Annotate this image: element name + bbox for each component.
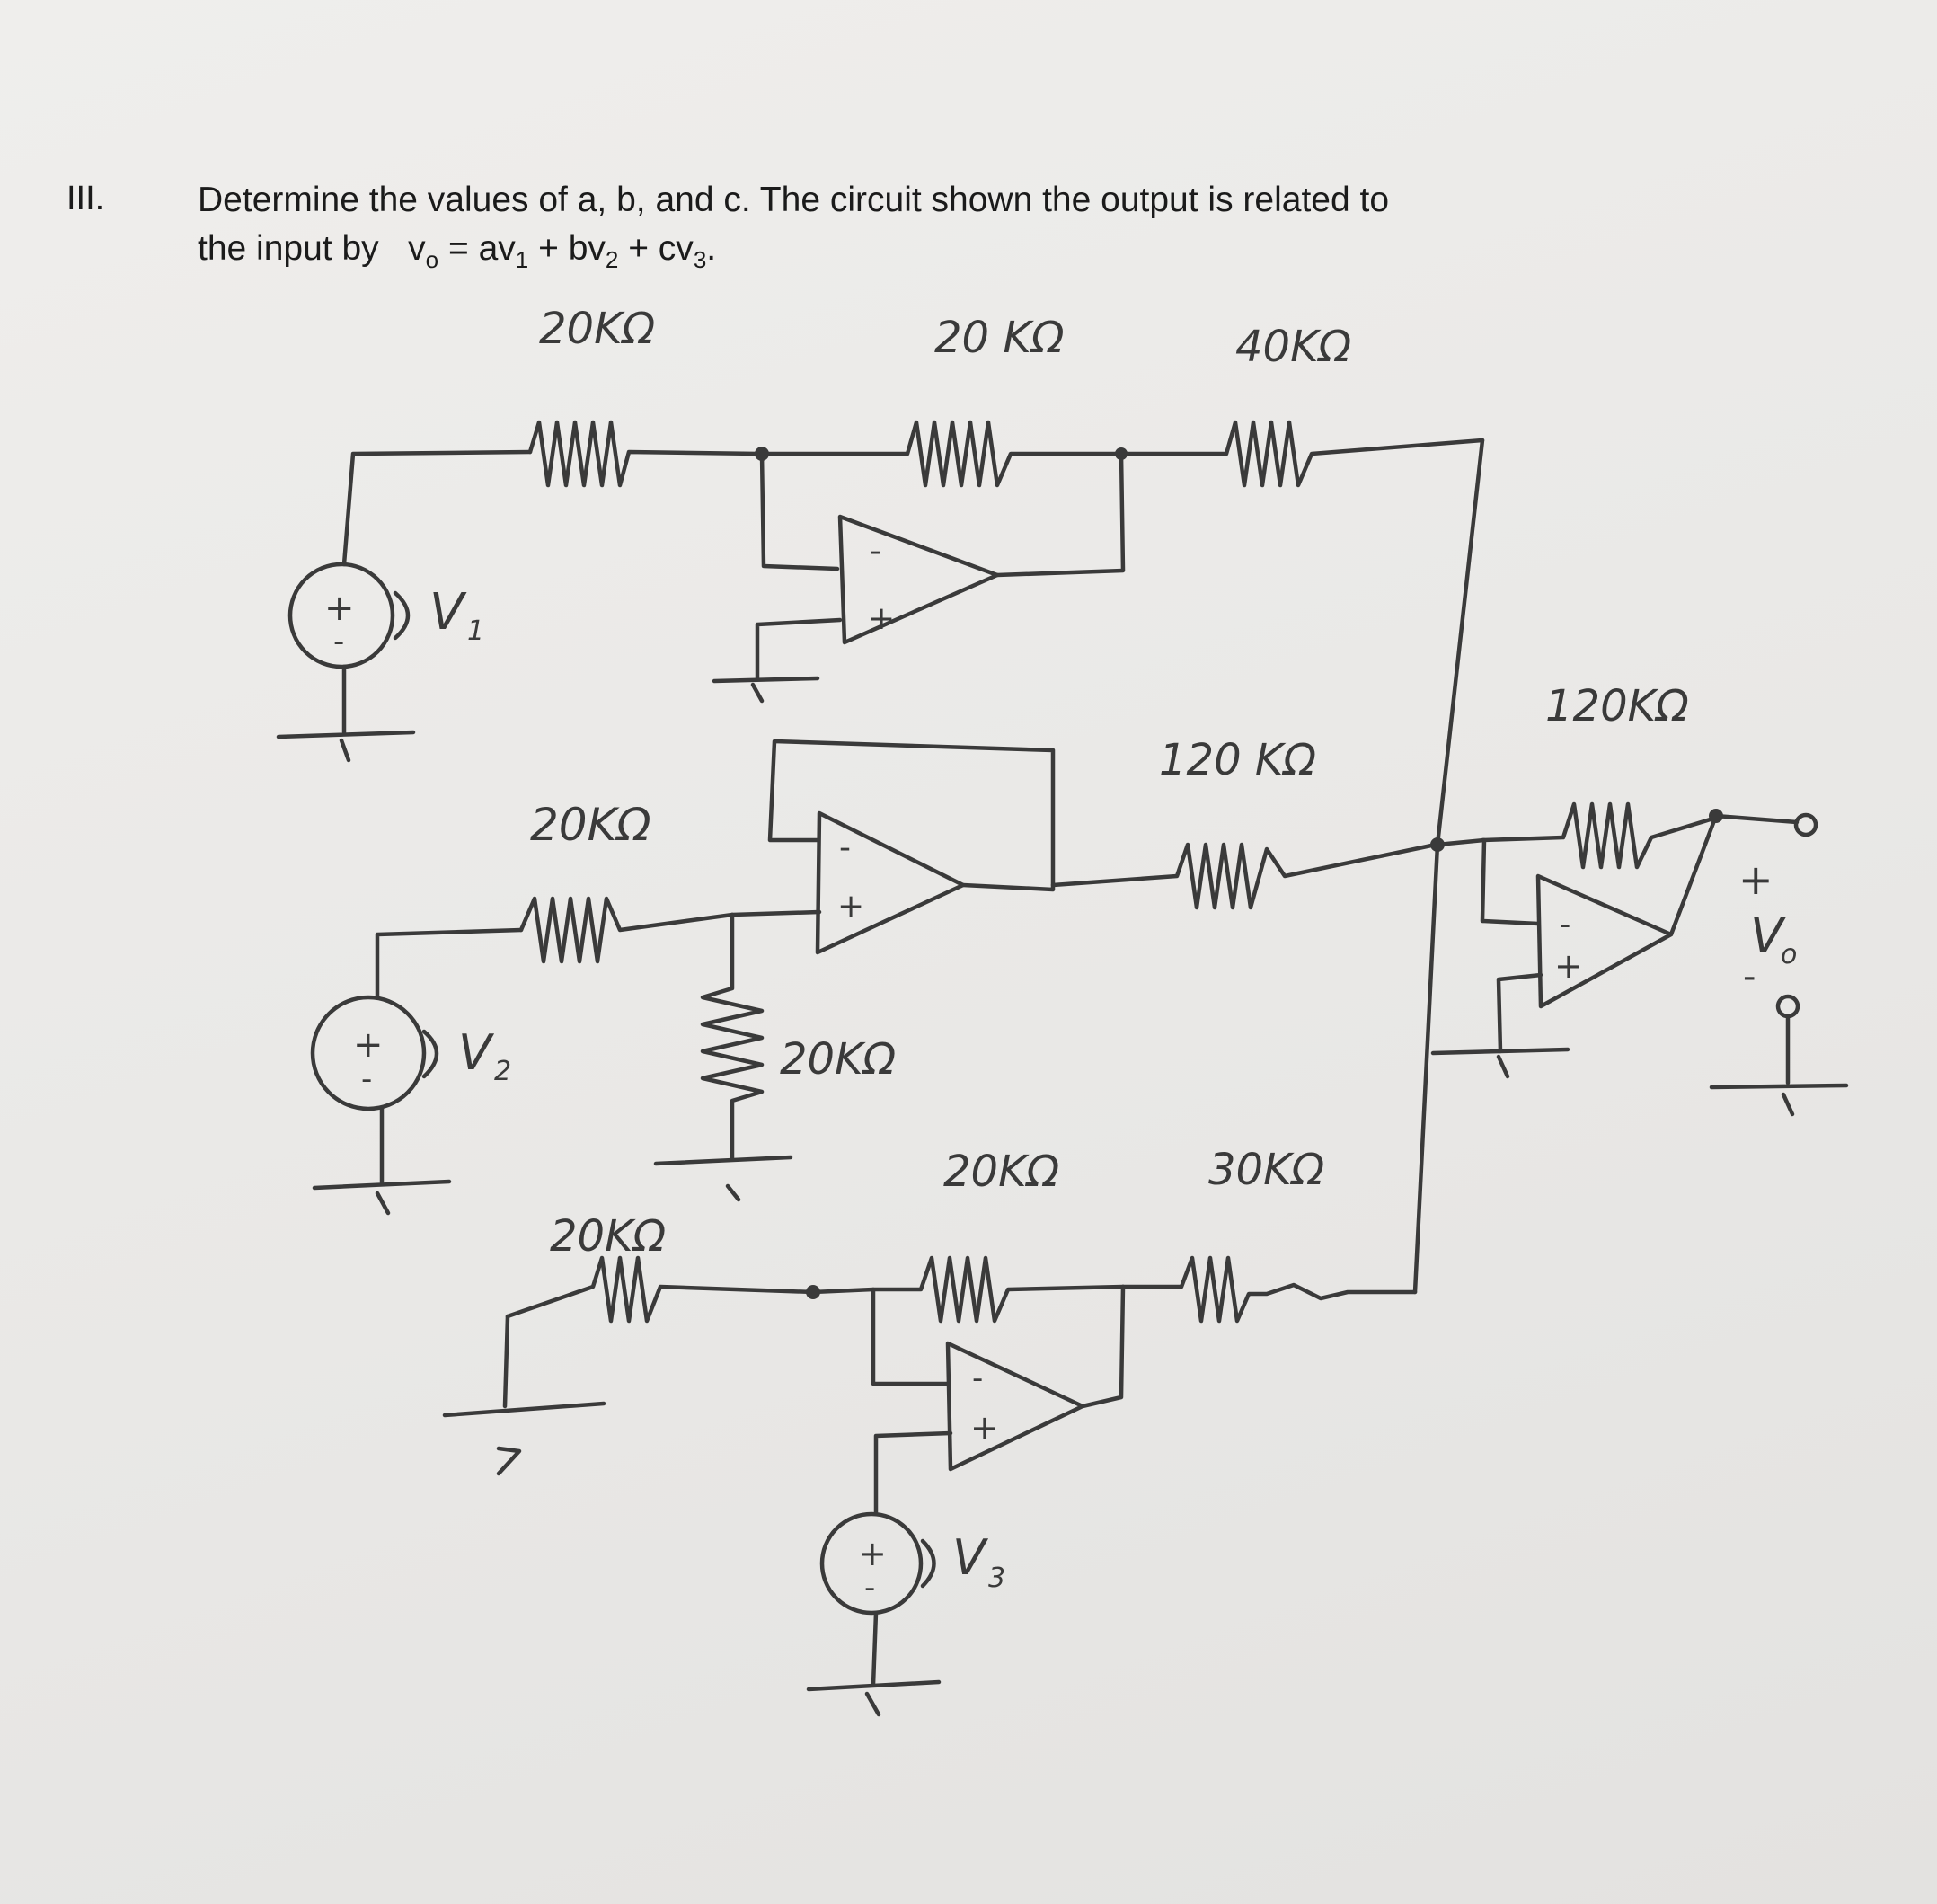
resistor-top-feedback — [759, 420, 1121, 488]
svg-text:-: - — [1560, 907, 1570, 943]
label-120k-mid-sum: 120 KΩ — [1159, 735, 1316, 785]
problem-statement: Determine the values of a, b, and c. The… — [198, 176, 1725, 284]
resistor-top-input — [527, 420, 762, 488]
wire-output-plus-ground — [1496, 972, 1543, 1054]
label-20k-mid-input: 20KΩ — [530, 799, 651, 851]
ground-bottom-input — [442, 1401, 606, 1476]
svg-text:+: + — [858, 1534, 887, 1573]
resistor-bottom-sum — [1120, 1255, 1418, 1324]
resistor-mid-sum — [1050, 842, 1438, 910]
resistor-mid-ground — [700, 912, 765, 1162]
ground-output-opamp — [1430, 1047, 1570, 1079]
wire-mid-follower-feedback — [767, 739, 1056, 892]
svg-text:-: - — [333, 624, 344, 660]
svg-text:1: 1 — [467, 615, 484, 647]
resistor-bottom-input — [505, 1255, 816, 1324]
opamp-mid: - + — [815, 810, 966, 955]
label-20k-top-input: 20KΩ — [539, 304, 656, 354]
summing-bus — [1412, 438, 1485, 1295]
equation: vo = av1 + bv2 + cv3. — [408, 229, 717, 273]
vo-minus-sign: - — [1743, 956, 1756, 997]
label-20k-mid-ground: 20KΩ — [780, 1034, 897, 1085]
problem-number: III. — [66, 180, 105, 217]
svg-text:o: o — [1781, 939, 1797, 970]
ground-v3 — [806, 1610, 942, 1717]
ground-v2 — [312, 1106, 452, 1216]
v2-label: V — [458, 1024, 495, 1081]
label-20k-top-feedback: 20 KΩ — [934, 313, 1065, 363]
label-40k-top-sum: 40KΩ — [1235, 322, 1352, 372]
label-120k-output-feedback: 120KΩ — [1545, 681, 1689, 731]
svg-text:+: + — [353, 1024, 384, 1066]
wire-v2 — [375, 927, 524, 1000]
resistor-bottom-feedback — [871, 1255, 1126, 1324]
label-20k-bottom-input: 20KΩ — [550, 1211, 667, 1262]
opamp-top: - + — [837, 514, 1000, 645]
v3-source: + - — [819, 1511, 936, 1616]
resistor-mid-input — [518, 896, 735, 964]
svg-text:-: - — [870, 533, 881, 570]
v3-label: V — [952, 1529, 989, 1586]
ground-output — [1709, 1083, 1849, 1117]
svg-text:2: 2 — [494, 1056, 511, 1087]
problem-line-2-prefix: the input by — [198, 229, 379, 268]
label-30k-bottom-sum: 30KΩ — [1208, 1145, 1325, 1195]
label-20k-bottom-feedback: 20KΩ — [943, 1147, 1060, 1197]
vo-plus-sign: + — [1738, 855, 1773, 904]
wire-bottom-input-ground — [502, 1314, 510, 1409]
opamp-bottom: - + — [945, 1341, 1085, 1472]
v2-source: + - — [310, 995, 439, 1111]
problem-line-1: Determine the values of a, b, and c. The… — [198, 181, 1390, 219]
wire-bottom-plus-source — [873, 1430, 953, 1517]
problem-line-2: the input by vo = av1 + bv2 + cv3. — [198, 225, 1725, 284]
v1-source: + - — [287, 562, 411, 669]
output-terminal-plus — [1793, 812, 1818, 837]
svg-text:+: + — [1554, 946, 1583, 986]
svg-text:+: + — [868, 600, 895, 637]
resistor-top-sum — [1119, 420, 1485, 488]
opamp-output: - + — [1535, 873, 1674, 1009]
wire-top-plus-ground — [755, 617, 843, 681]
svg-text:-: - — [839, 829, 851, 866]
v1-label: V — [429, 583, 467, 642]
svg-text:3: 3 — [988, 1563, 1005, 1594]
ground-v1 — [276, 664, 416, 763]
wire-v1 — [341, 449, 533, 567]
svg-text:-: - — [972, 1360, 983, 1396]
resistor-output-feedback — [1480, 801, 1719, 870]
svg-text:+: + — [970, 1408, 999, 1448]
output-terminal-minus — [1775, 994, 1800, 1019]
ground-top-opamp — [712, 676, 820, 704]
vo-label: V — [1750, 908, 1787, 964]
svg-text:+: + — [837, 888, 864, 925]
svg-text:+: + — [324, 588, 355, 629]
svg-text:-: - — [361, 1061, 372, 1097]
ground-mid-resistor — [653, 1155, 793, 1202]
svg-text:-: - — [864, 1570, 875, 1606]
